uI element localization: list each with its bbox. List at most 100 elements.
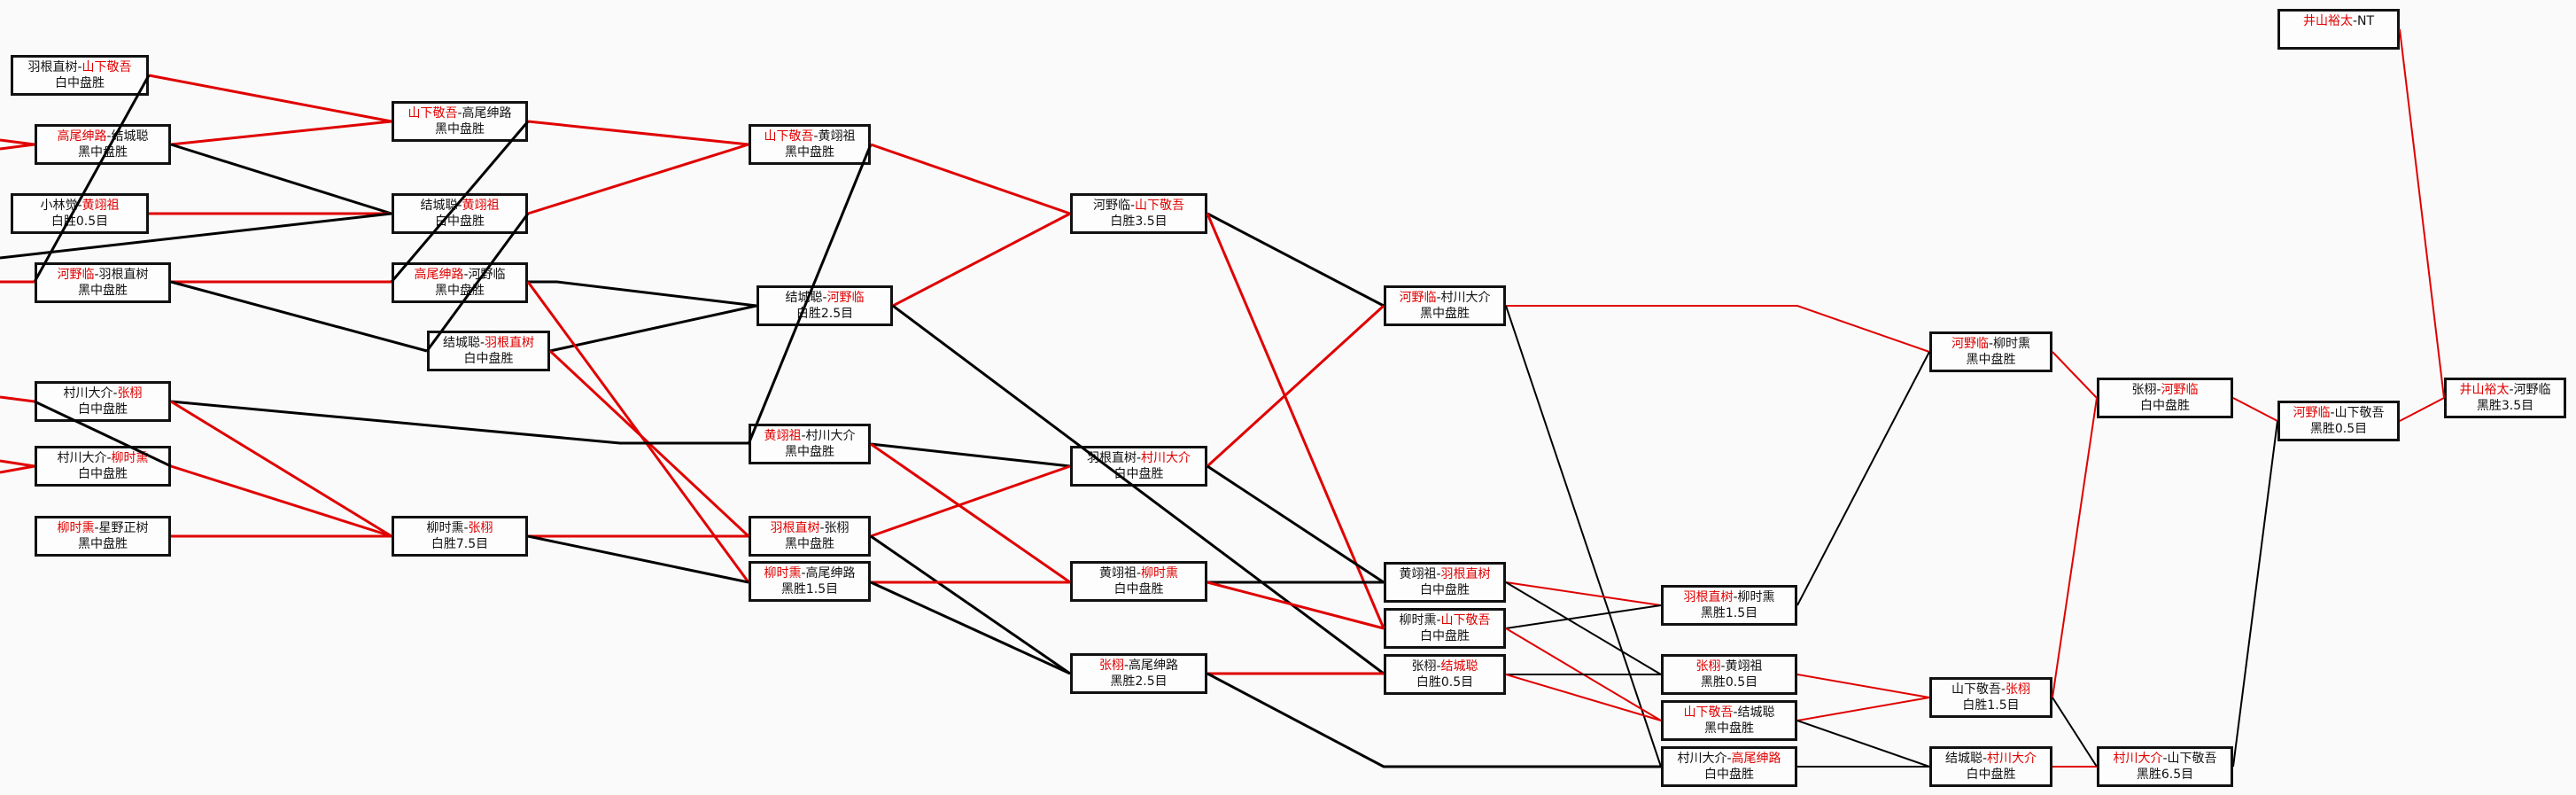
match-box[interactable]: 柳时熏-山下敬吾白中盘胜 [1384,608,1506,649]
match-result: 白胜0.5目 [50,214,109,229]
match-box[interactable]: 河野临-村川大介黑中盘胜 [1384,285,1506,326]
match-box[interactable]: 河野临-羽根直树黑中盘胜 [35,262,171,303]
match-box[interactable]: 山下敬吾-张栩白胜1.5目 [1929,677,2052,718]
winner-connector-line [870,143,1071,215]
loser-connector-line [892,304,1385,675]
winner-connector-line [170,120,392,146]
match-box[interactable]: 张栩-结城聪白胜0.5目 [1384,654,1506,695]
match-box[interactable]: 羽根直树-张栩黑中盘胜 [749,516,871,557]
loser-connector-line [170,280,428,353]
player-2: 羽根直树 [485,336,535,350]
match-box[interactable]: 柳时熏-星野正树黑中盘胜 [35,516,171,557]
match-result: 黑中盘胜 [1704,721,1754,736]
match-box[interactable]: 村川大介-山下敬吾黑胜6.5目 [2097,746,2233,787]
match-players: 张栩-高尾绅路 [1073,658,1205,674]
match-box[interactable]: 河野临-山下敬吾黑胜0.5目 [2277,401,2400,441]
match-box[interactable]: 羽根直树-村川大介白中盘胜 [1070,446,1207,487]
match-box[interactable]: 柳时熏-张栩白胜7.5目 [392,516,528,557]
match-box[interactable]: 羽根直树-柳时熏黑胜1.5目 [1661,585,1797,626]
match-box[interactable]: 高尾绅路-河野临黑中盘胜 [392,262,528,303]
match-box[interactable]: 结城聪-村川大介白中盘胜 [1929,746,2052,787]
match-result: 白胜0.5目 [1416,675,1474,690]
match-box[interactable]: 村川大介-高尾绅路白中盘胜 [1661,746,1797,787]
player-1: 黄翊祖 [1399,567,1437,581]
match-box[interactable]: 结城聪-黄翊祖白中盘胜 [392,193,528,234]
player-1: 羽根直树 [1086,451,1137,465]
player-2: NT [2357,14,2375,28]
winner-connector-line [0,143,35,151]
separator: - [1436,659,1441,674]
winner-connector-line [0,464,35,474]
player-2: 山下敬吾 [2167,752,2217,766]
match-box[interactable]: 山下敬吾-结城聪黑中盘胜 [1661,700,1797,741]
match-result: 白胜2.5目 [795,307,854,321]
match-result: 白中盘胜 [1420,629,1470,643]
player-2: 羽根直树 [1440,567,1491,581]
match-result: 黑中盘胜 [785,537,834,551]
separator: - [94,521,99,535]
match-box[interactable]: 黄翊祖-村川大介黑中盘胜 [749,424,871,464]
match-result: 黑中盘胜 [785,145,834,160]
loser-connector-line [1207,212,1385,308]
player-1: 村川大介 [63,386,113,401]
match-box[interactable]: 山下敬吾-高尾绅路黑中盘胜 [392,101,528,142]
match-box[interactable]: 村川大介-张栩白中盘胜 [35,381,171,422]
match-players: 张栩-河野临 [2099,382,2231,398]
match-result: 黑中盘胜 [78,537,128,551]
match-result: 黑胜1.5目 [780,582,839,596]
match-players: 井山裕太-NT [2280,13,2397,29]
match-box[interactable]: 井山裕太-河野临黑胜3.5目 [2444,378,2566,418]
separator: - [1733,705,1738,720]
match-box[interactable]: 羽根直树-山下敬吾白中盘胜 [11,55,149,96]
match-players: 小林觉-黄翊祖 [13,198,146,214]
match-box[interactable]: 张栩-河野临白中盘胜 [2097,378,2233,418]
player-2: 黄翊祖 [818,129,856,144]
match-result: 白中盘胜 [1113,582,1164,596]
match-result: 白中盘胜 [1704,768,1754,782]
match-result: 黑中盘胜 [78,145,128,160]
match-box[interactable]: 结城聪-羽根直树白中盘胜 [427,331,550,371]
player-2: 柳时熏 [1993,337,2031,351]
match-box[interactable]: 山下敬吾-黄翊祖黑中盘胜 [749,124,871,165]
player-1: 羽根直树 [27,60,78,74]
match-box[interactable]: 张栩-黄翊祖黑胜0.5目 [1661,654,1797,695]
match-box[interactable]: 黄翊祖-羽根直树白中盘胜 [1384,562,1506,603]
match-box[interactable]: 河野临-山下敬吾白胜3.5目 [1070,193,1207,234]
match-box[interactable]: 井山裕太-NT [2277,9,2400,50]
match-box[interactable]: 结城聪-河野临白胜2.5目 [757,285,893,326]
match-result: 白胜1.5目 [1962,698,2020,713]
match-players: 张栩-黄翊祖 [1664,659,1795,674]
match-players: 河野临-山下敬吾 [1073,198,1205,214]
player-2: 河野临 [2161,383,2199,397]
separator: - [1436,613,1441,627]
winner-connector-line [1796,674,1930,698]
winner-connector-line [2052,397,2098,698]
player-2: 山下敬吾 [1440,613,1491,627]
match-box[interactable]: 小林觉-黄翊祖白胜0.5目 [11,193,149,234]
match-players: 柳时熏-山下敬吾 [1386,612,1503,628]
match-box[interactable]: 柳时熏-高尾绅路黑胜1.5目 [749,561,871,602]
winner-connector-line [170,400,392,538]
match-players: 结城聪-黄翊祖 [394,198,525,214]
player-2: 高尾绅路 [1129,659,1179,673]
match-box[interactable]: 黄翊祖-柳时熏白中盘胜 [1070,561,1207,602]
player-1: 结城聪 [785,291,823,305]
match-box[interactable]: 高尾绅路-结城聪黑中盘胜 [35,124,171,165]
match-box[interactable]: 张栩-高尾绅路黑胜2.5目 [1070,653,1207,694]
player-2: 张栩 [468,521,493,535]
match-players: 羽根直树-山下敬吾 [13,59,146,75]
match-box[interactable]: 河野临-柳时熏黑中盘胜 [1929,331,2052,372]
match-box[interactable]: 村川大介-柳时熏白中盘胜 [35,446,171,487]
match-result: 黑中盘胜 [435,122,485,136]
player-1: 山下敬吾 [1951,682,2001,697]
match-result: 黑胜1.5目 [1700,606,1758,620]
player-1: 黄翊祖 [764,429,802,443]
winner-connector-line [527,143,749,215]
match-result: 白中盘胜 [1420,583,1470,597]
player-2: 黄翊祖 [462,199,500,213]
separator: - [2330,406,2335,420]
player-2: 山下敬吾 [81,60,132,74]
separator: - [1733,590,1738,604]
player-2: 村川大介 [1987,752,2037,766]
player-2: 高尾绅路 [1731,752,1781,766]
